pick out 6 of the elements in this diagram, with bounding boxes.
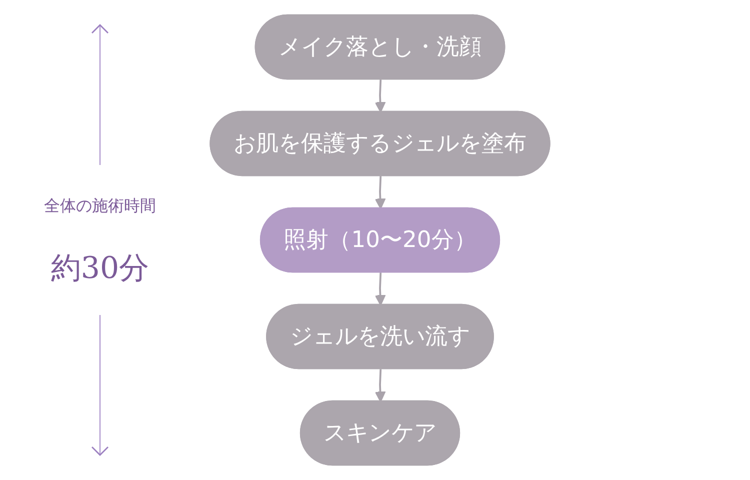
caption-text: 全体の施術時間 (43, 196, 157, 217)
arrow (374, 80, 386, 113)
duration-text: 約30分 (50, 250, 150, 288)
arrow (374, 272, 386, 306)
arrow (374, 176, 386, 210)
arrow (374, 369, 386, 402)
